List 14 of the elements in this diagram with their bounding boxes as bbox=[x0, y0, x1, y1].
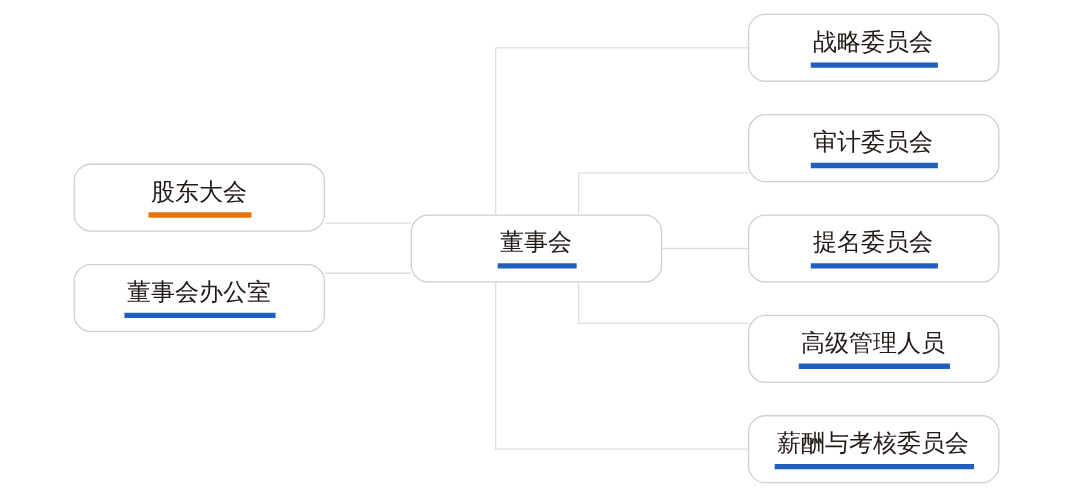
node-box: 审计委员会 bbox=[747, 113, 1000, 182]
node-box: 股东大会 bbox=[73, 163, 326, 232]
node-box: 董事会办公室 bbox=[73, 263, 326, 332]
node-box: 高级管理人员 bbox=[747, 314, 1000, 383]
connector bbox=[495, 46, 749, 216]
connector bbox=[495, 280, 749, 450]
connector bbox=[578, 280, 750, 324]
node-box: 薪酬与考核委员会 bbox=[747, 414, 1000, 483]
node-box: 战略委员会 bbox=[747, 13, 1000, 82]
connector bbox=[661, 247, 749, 249]
connector bbox=[578, 171, 750, 215]
node-box: 董事会 bbox=[410, 213, 663, 283]
connector bbox=[324, 272, 412, 274]
node-box: 提名委员会 bbox=[747, 213, 1000, 283]
